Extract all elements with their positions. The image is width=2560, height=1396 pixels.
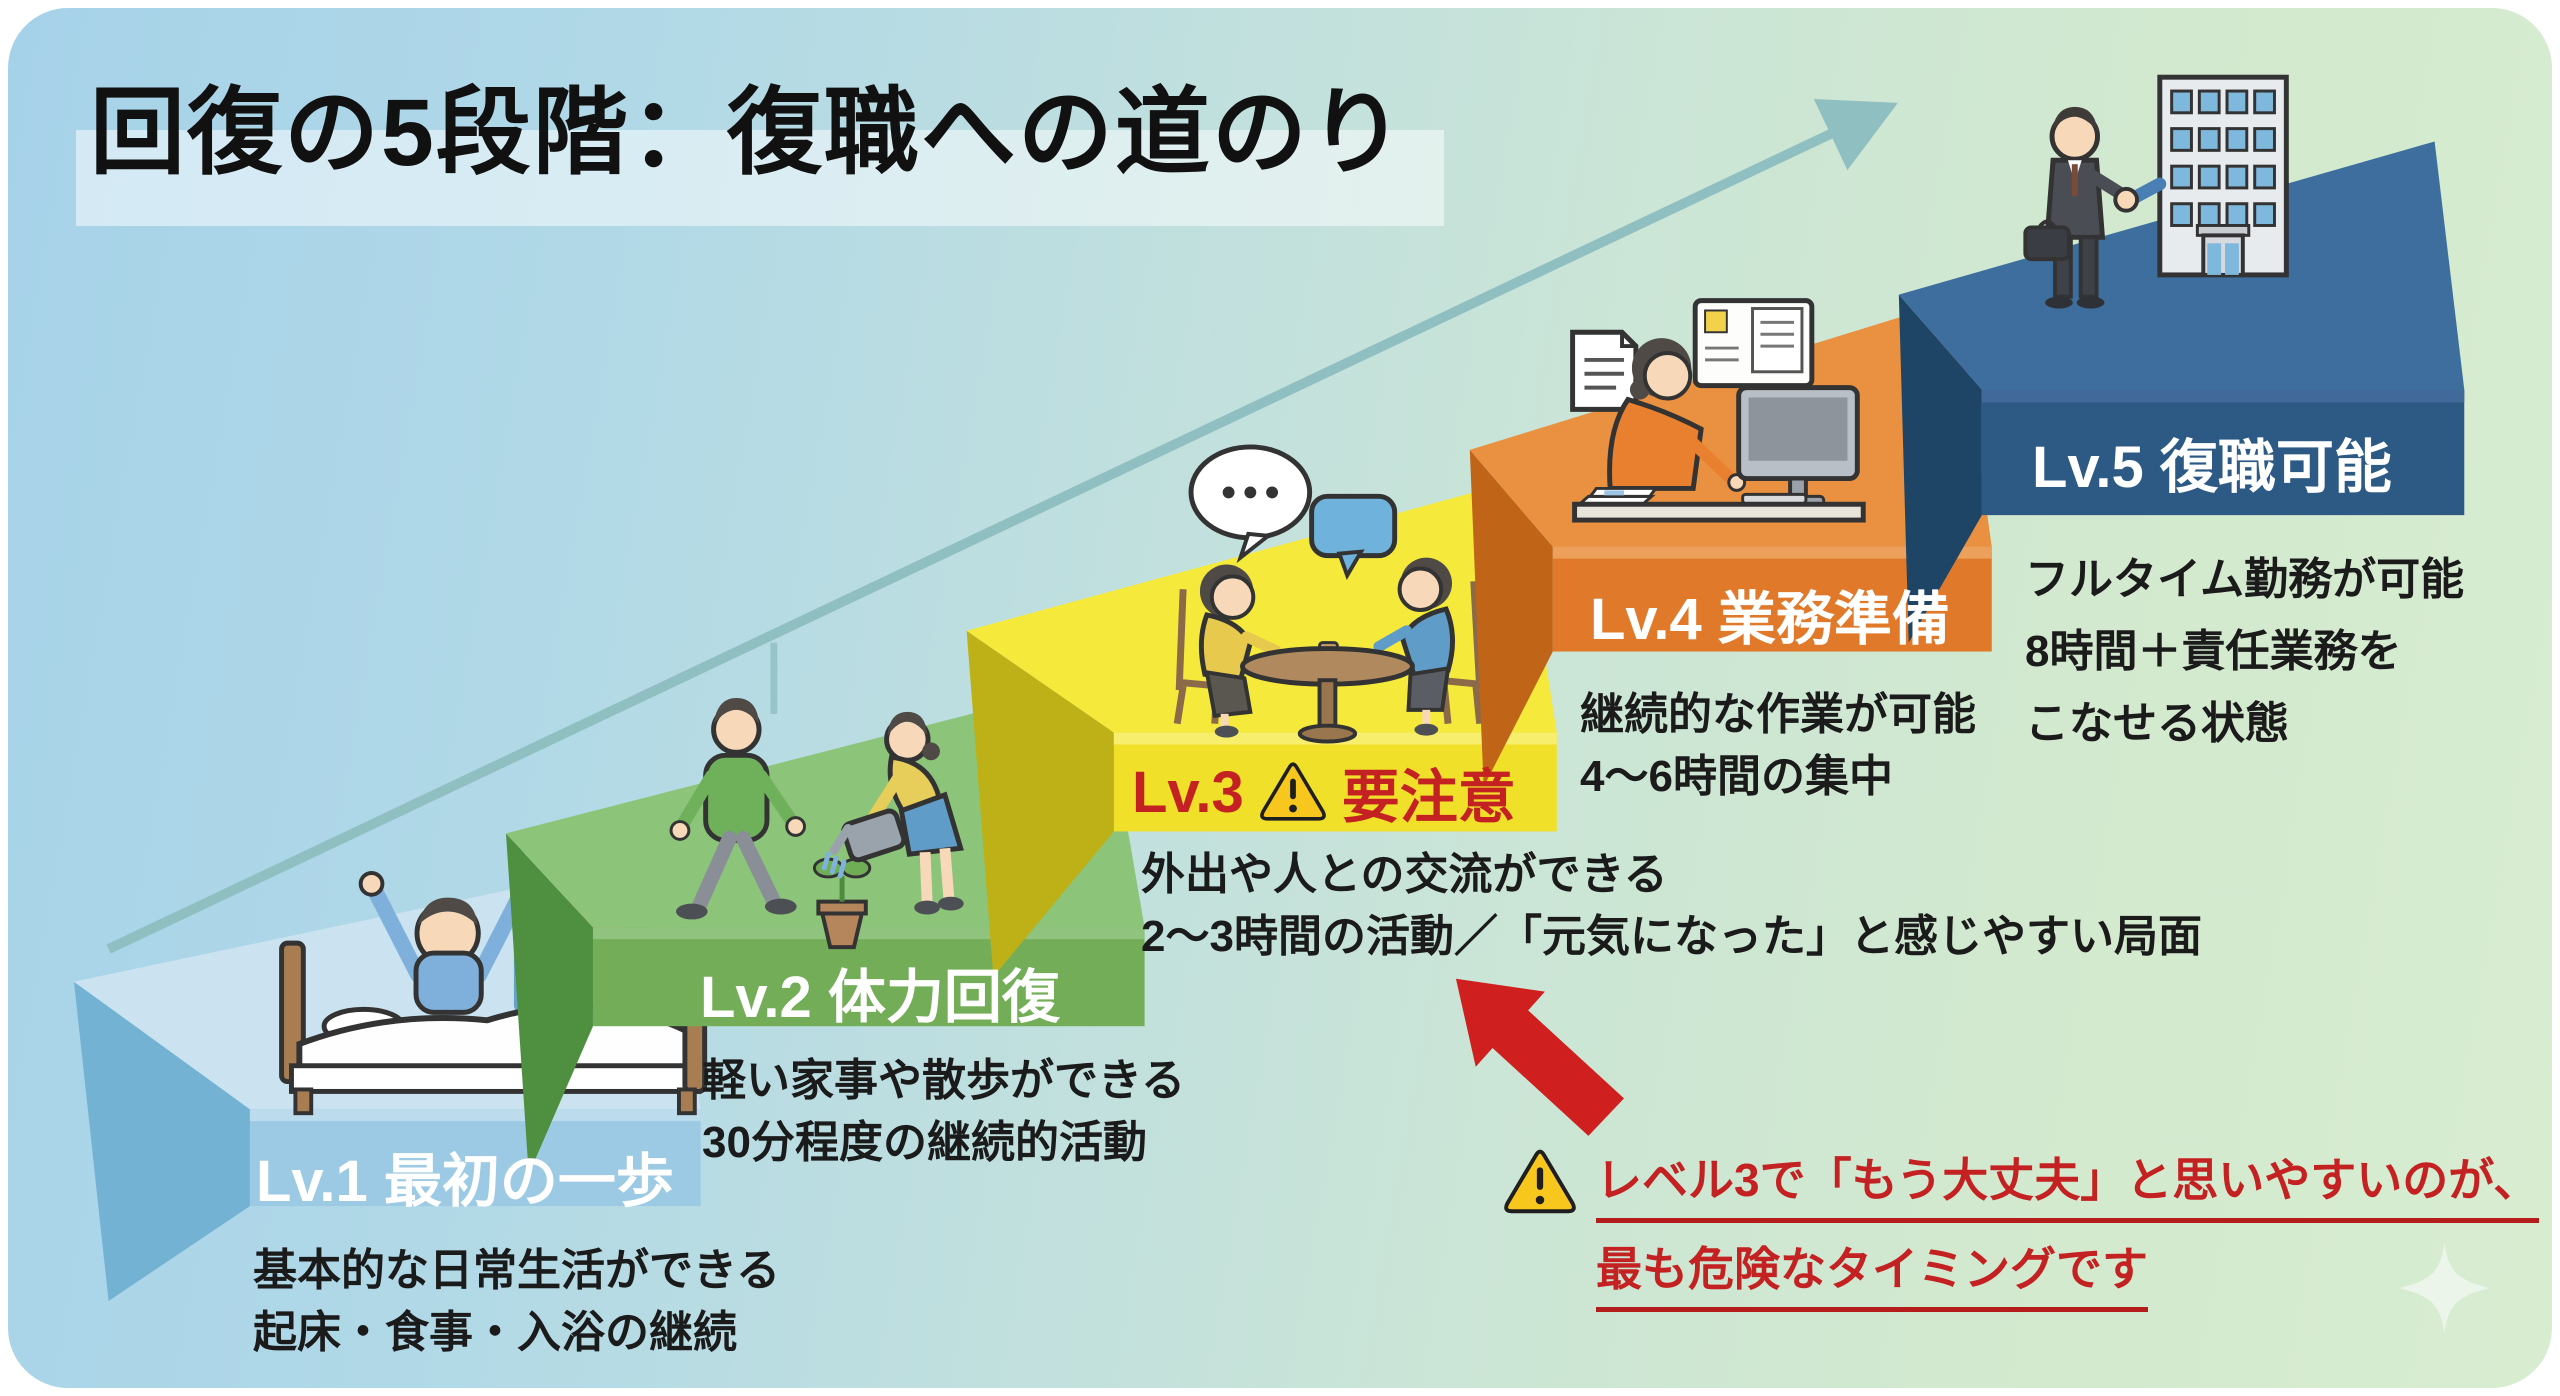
step5-label: Lv.5 復職可能 (2032, 435, 2392, 500)
step3-label: Lv.3 要注意 (1132, 750, 1516, 834)
description-line: 継続的な作業が可能 (1580, 690, 1976, 739)
step2-label: Lv.2 体力回復 (700, 965, 1060, 1030)
sparkle-icon (2399, 1242, 2490, 1334)
step1-label: Lv.1 最初の一歩 (256, 1149, 674, 1214)
description-line: 外出や人との交流ができる (1141, 850, 1668, 899)
businessman-handshake-office-building-icon (2023, 74, 2289, 309)
step4-label: Lv.4 業務準備 (1590, 587, 1950, 652)
warning-triangle-icon (1504, 1148, 1576, 1216)
step5-description: フルタイム勤務が可能 8時間＋責任業務を こなせる状態 (2025, 544, 2464, 760)
caution-note: レベル3で「もう大丈夫」と思いやすいのが、 最も危険なタイミングです (1504, 1144, 2540, 1322)
step3-description: 外出や人との交流ができる 2〜3時間の活動／「元気になった」と感じやすい局面 (1141, 844, 2202, 968)
description-line: 2〜3時間の活動／「元気になった」と感じやすい局面 (1141, 912, 2202, 961)
caution-note-line: 最も危険なタイミングです (1596, 1233, 2148, 1312)
warning-triangle-icon (1260, 761, 1326, 823)
two-people-talking-at-table-icon (1173, 444, 1484, 744)
caution-note-text: レベル3で「もう大丈夫」と思いやすいのが、 最も危険なタイミングです (1596, 1144, 2540, 1322)
description-line: 4〜6時間の集中 (1580, 752, 1893, 801)
description-line: 基本的な日常生活ができる (253, 1246, 781, 1295)
description-line: 起床・食事・入浴の継続 (253, 1308, 737, 1357)
step1-description: 基本的な日常生活ができる 起床・食事・入浴の継続 (253, 1240, 780, 1364)
description-line: 8時間＋責任業務を (2025, 627, 2402, 676)
woman-working-at-computer-icon (1570, 298, 1866, 523)
walking-and-watering-plant-icon (669, 698, 964, 950)
description-line: 軽い家事や散歩ができる (702, 1056, 1186, 1105)
step3-block (966, 444, 1557, 977)
description-line: フルタイム勤務が可能 (2025, 555, 2465, 604)
page-title: 回復の5段階：復職への道のり (90, 80, 1406, 186)
scene-graphics (73, 74, 2490, 1334)
step4-description: 継続的な作業が可能 4〜6時間の集中 (1580, 684, 1976, 808)
step3-label-suffix: 要注意 (1341, 765, 1516, 830)
description-line: こなせる状態 (2025, 699, 2289, 748)
caution-note-line: レベル3で「もう大丈夫」と思いやすいのが、 (1596, 1144, 2540, 1223)
step2-description: 軽い家事や散歩ができる 30分程度の継続的活動 (702, 1050, 1185, 1174)
step5-block (1898, 74, 2465, 643)
red-caution-arrow-icon (1455, 978, 1625, 1136)
description-line: 30分程度の継続的活動 (702, 1118, 1147, 1167)
step3-label-prefix: Lv.3 (1132, 759, 1244, 825)
title-band (76, 130, 1444, 226)
trend-arrow-icon (106, 98, 1898, 954)
infographic-board: 回復の5段階：復職への道のり Lv.1 最初の一歩 Lv.2 体力回復 Lv.3… (8, 8, 2552, 1388)
step4-block (1469, 298, 1992, 787)
